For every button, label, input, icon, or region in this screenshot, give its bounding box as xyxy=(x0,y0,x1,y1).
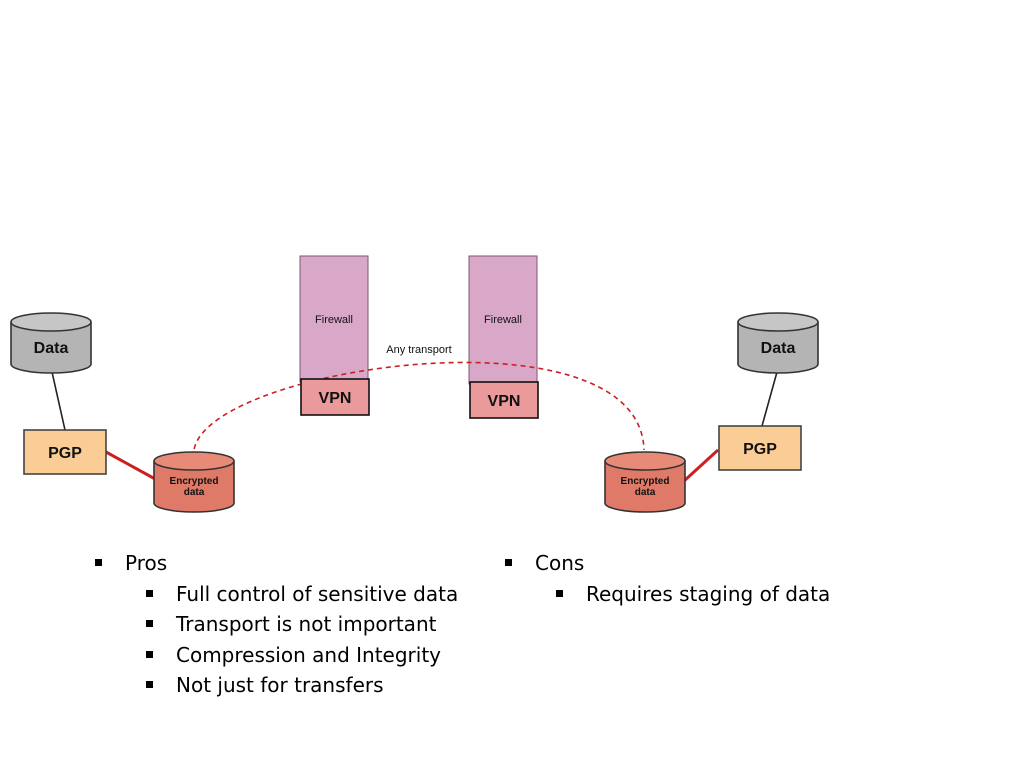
left-pgp-label: PGP xyxy=(48,445,82,462)
left-data-cylinder: Data xyxy=(10,312,92,374)
right-vpn-label: VPN xyxy=(488,393,521,410)
right-firewall-label: Firewall xyxy=(484,314,522,326)
right-pgp-box xyxy=(718,425,802,471)
left-vpn-box xyxy=(300,378,370,416)
right-encrypted-label-line2: data xyxy=(635,487,656,498)
cons-list: Cons Requires staging of data xyxy=(505,548,830,609)
left-pgp-box xyxy=(23,429,107,475)
pros-item: Not just for transfers xyxy=(95,670,458,701)
left-pgp-to-encrypted-link xyxy=(105,450,158,482)
transport-arc xyxy=(193,361,645,459)
right-data-cylinder: Data xyxy=(737,312,819,374)
left-data-label: Data xyxy=(34,340,69,357)
right-firewall-box xyxy=(468,255,538,385)
pros-heading: Pros xyxy=(95,548,458,579)
cons-heading: Cons xyxy=(505,548,830,579)
pros-item: Compression and Integrity xyxy=(95,640,458,671)
pros-item: Transport is not important xyxy=(95,609,458,640)
left-data-to-pgp-link xyxy=(51,371,66,431)
left-encrypted-label-line2: data xyxy=(184,487,205,498)
transport-label: Any transport xyxy=(386,344,451,356)
right-data-to-pgp-link xyxy=(761,371,778,427)
right-vpn-box xyxy=(469,381,539,419)
pros-list: Pros Full control of sensitive data Tran… xyxy=(95,548,458,701)
left-firewall-label: Firewall xyxy=(315,314,353,326)
right-encrypted-label-line1: Encrypted xyxy=(621,476,670,487)
right-pgp-label: PGP xyxy=(743,441,777,458)
left-encrypted-cylinder: Encrypted data xyxy=(153,451,235,513)
right-encrypted-cylinder: Encrypted data xyxy=(604,451,686,513)
left-encrypted-label-line1: Encrypted xyxy=(170,476,219,487)
cons-item: Requires staging of data xyxy=(505,579,830,610)
pros-item: Full control of sensitive data xyxy=(95,579,458,610)
left-vpn-label: VPN xyxy=(319,390,352,407)
right-data-label: Data xyxy=(761,340,796,357)
right-pgp-to-encrypted-link xyxy=(682,448,720,483)
left-firewall-box xyxy=(299,255,369,383)
